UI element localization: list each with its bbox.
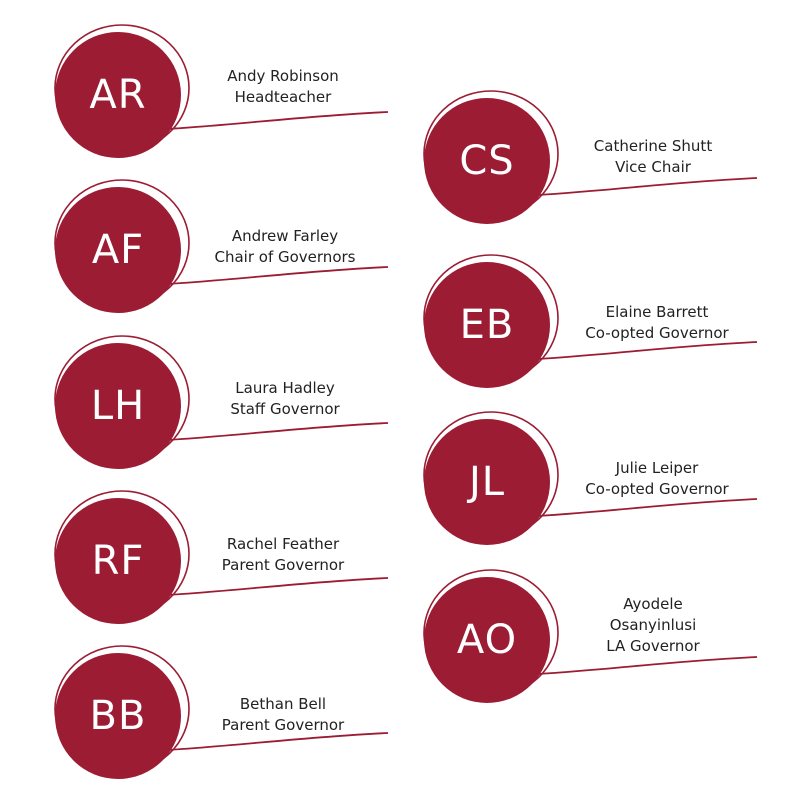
member-name: Bethan Bell [239, 695, 327, 713]
member-name-line1: Ayodele [623, 595, 683, 613]
initials-ar: AR [89, 72, 147, 118]
initials-rf: RF [91, 538, 145, 584]
initials-jl: JL [468, 459, 506, 505]
swoosh-line [149, 266, 389, 286]
initials-bb: BB [89, 693, 147, 739]
member-role: Co-opted Governor [585, 480, 729, 498]
initials-eb: EB [459, 302, 515, 348]
swoosh-line [519, 656, 758, 676]
member-role: Vice Chair [615, 158, 691, 176]
member-name: Julie Leiper [615, 459, 699, 477]
member-role: Parent Governor [221, 716, 345, 734]
member-name: Catherine Shutt [593, 137, 713, 155]
member-name: Andy Robinson [227, 67, 339, 85]
initials-ao: AO [456, 617, 518, 663]
member-role: Co-opted Governor [585, 324, 729, 342]
member-info-bb: Bethan Bell Parent Governor [183, 694, 383, 736]
initials-af: AF [91, 227, 145, 273]
member-name: Laura Hadley [235, 379, 335, 397]
initials-cs: CS [459, 138, 515, 184]
swoosh-line [519, 498, 758, 518]
member-role: Parent Governor [221, 556, 345, 574]
member-info-eb: Elaine Barrett Co-opted Governor [557, 302, 757, 344]
swoosh-line [519, 341, 758, 361]
member-role: Chair of Governors [214, 248, 356, 266]
swoosh-line [519, 177, 758, 197]
swoosh-line [149, 422, 389, 442]
member-info-ao: Ayodele Osanyinlusi LA Governor [553, 594, 753, 657]
initials-lh: LH [90, 383, 146, 429]
member-info-jl: Julie Leiper Co-opted Governor [557, 458, 757, 500]
member-name: Rachel Feather [226, 535, 340, 553]
swoosh-line [149, 577, 389, 597]
member-info-ar: Andy Robinson Headteacher [183, 66, 383, 108]
swoosh-line [149, 111, 389, 131]
member-info-lh: Laura Hadley Staff Governor [185, 378, 385, 420]
member-name: Andrew Farley [231, 227, 339, 245]
member-role: Staff Governor [230, 400, 340, 418]
member-name: Elaine Barrett [605, 303, 709, 321]
member-info-cs: Catherine Shutt Vice Chair [553, 136, 753, 178]
member-role: Headteacher [234, 88, 332, 106]
member-info-af: Andrew Farley Chair of Governors [185, 226, 385, 268]
member-name-line2: Osanyinlusi [609, 616, 697, 634]
member-info-rf: Rachel Feather Parent Governor [183, 534, 383, 576]
member-role: LA Governor [606, 637, 700, 655]
